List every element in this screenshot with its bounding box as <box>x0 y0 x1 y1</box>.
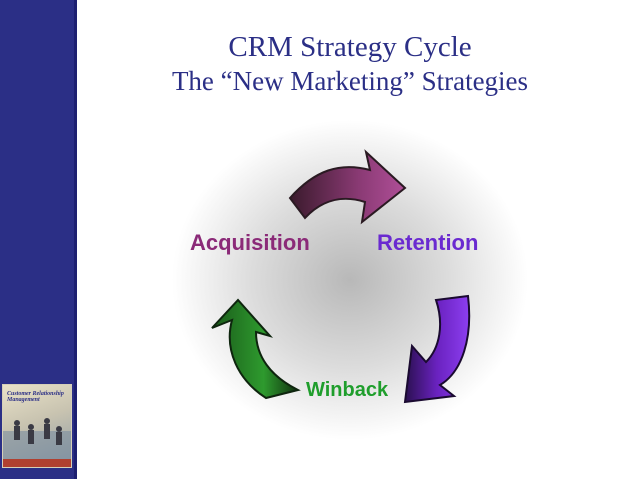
winback-label: Winback <box>306 379 389 401</box>
acquisition-label: Acquisition <box>190 230 310 255</box>
title-line-1: CRM Strategy Cycle <box>228 31 472 63</box>
retention-label: Retention <box>377 230 479 255</box>
title-line-2: The “New Marketing” Strategies <box>171 66 529 96</box>
retention-to-winback-arrow <box>403 294 471 404</box>
book-cover-image: Customer Relationship Management <box>2 384 72 468</box>
book-people-illustration <box>3 418 71 467</box>
slide-title: CRM Strategy Cycle The “New Marketing” S… <box>100 30 600 98</box>
cycle-graphic <box>172 120 528 440</box>
book-cover-title: Customer Relationship Management <box>7 391 64 403</box>
strategy-cycle-diagram: Acquisition Retention Winback <box>100 110 600 450</box>
winback-to-acquisition-arrow <box>211 298 301 400</box>
acquisition-to-retention-arrow <box>288 149 407 225</box>
sidebar-divider <box>74 0 77 479</box>
